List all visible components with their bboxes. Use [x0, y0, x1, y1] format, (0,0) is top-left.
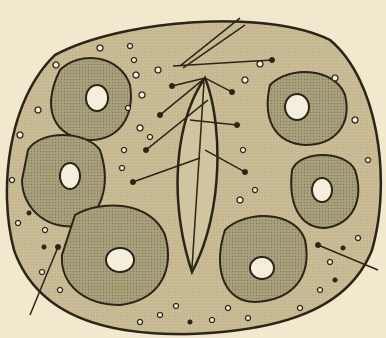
- dark-granule: [341, 246, 346, 251]
- dark-granule: [27, 211, 32, 216]
- granule: [332, 75, 338, 81]
- cell-top-right-nucleus: [285, 94, 309, 120]
- granule: [120, 166, 125, 171]
- granule: [174, 304, 179, 309]
- granule: [139, 92, 145, 98]
- granule: [10, 178, 15, 183]
- granule: [128, 44, 133, 49]
- dark-granule: [333, 278, 338, 283]
- granule: [138, 320, 143, 325]
- granule: [237, 197, 243, 203]
- label-dot: [157, 112, 163, 118]
- granule: [318, 288, 323, 293]
- label-dot: [242, 169, 248, 175]
- granule: [133, 72, 139, 78]
- granule: [242, 77, 248, 83]
- label-dot: [130, 179, 136, 185]
- granule: [40, 270, 45, 275]
- granule: [226, 306, 231, 311]
- granule: [43, 228, 48, 233]
- granule: [16, 221, 21, 226]
- granule: [155, 67, 161, 73]
- granule: [53, 62, 59, 68]
- cell-mid-left-nucleus: [60, 163, 80, 189]
- label-dot: [229, 89, 235, 95]
- granule: [126, 106, 131, 111]
- label-dot: [55, 244, 61, 250]
- label-dot: [269, 57, 275, 63]
- label-dot: [234, 122, 240, 128]
- granule: [356, 236, 361, 241]
- granule: [97, 45, 103, 51]
- granule: [352, 117, 358, 123]
- cell-top-left-nucleus: [86, 85, 108, 111]
- dark-granule: [188, 320, 193, 325]
- granule: [246, 316, 251, 321]
- granule: [132, 58, 137, 63]
- granule: [328, 260, 333, 265]
- granule: [241, 148, 246, 153]
- granule: [298, 306, 303, 311]
- granule: [35, 107, 41, 113]
- granule: [253, 188, 258, 193]
- granule: [210, 318, 215, 323]
- cell-bottom-right-nucleus: [250, 257, 274, 279]
- granule: [137, 125, 143, 131]
- label-dot: [169, 83, 175, 89]
- granule: [122, 148, 127, 153]
- label-dot: [315, 242, 321, 248]
- label-dot: [143, 147, 149, 153]
- granule: [366, 158, 371, 163]
- granule: [17, 132, 23, 138]
- granule: [257, 61, 263, 67]
- cell-bottom-left-nucleus: [106, 248, 134, 272]
- cell-mid-right-nucleus: [312, 178, 332, 202]
- dark-granule: [42, 245, 47, 250]
- granule: [158, 313, 163, 318]
- granule: [148, 135, 153, 140]
- granule: [58, 288, 63, 293]
